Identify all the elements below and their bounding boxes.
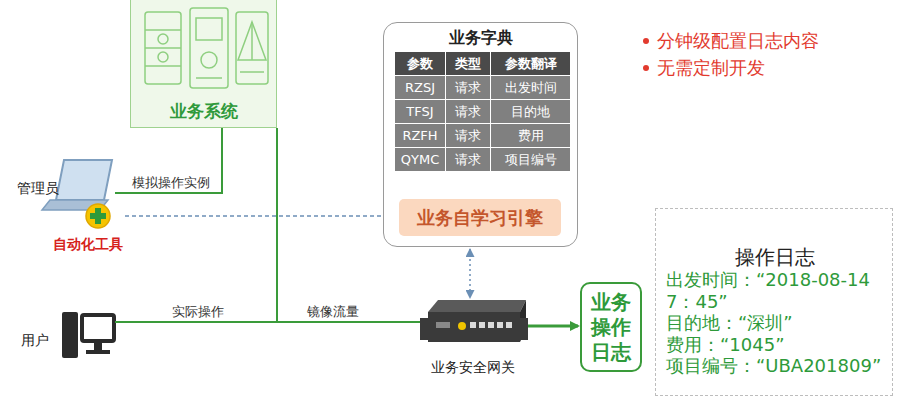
table-cell: RZFH bbox=[395, 124, 445, 147]
table-cell: QYMC bbox=[395, 148, 445, 171]
computer-icon bbox=[62, 312, 114, 358]
connector bbox=[125, 215, 397, 217]
table-cell: 项目编号 bbox=[491, 148, 570, 171]
connector bbox=[115, 128, 222, 193]
table-cell: 参数翻译 bbox=[491, 52, 570, 75]
table-cell: TFSJ bbox=[395, 100, 445, 123]
table-cell: 出发时间 bbox=[491, 76, 570, 99]
param-table: 参数类型参数翻译RZSJ请求出发时间TFSJ请求目的地RZFH请求费用QYMC请… bbox=[395, 52, 570, 171]
table-cell: 费用 bbox=[491, 124, 570, 147]
user-terminal: 用户 bbox=[15, 305, 115, 363]
gateway-device bbox=[420, 300, 528, 342]
edge-label: 实际操作 bbox=[170, 303, 226, 321]
log-panel-text: 操作日志 bbox=[666, 245, 884, 269]
connector bbox=[469, 249, 471, 298]
engine-box: 业务自学习引擎 bbox=[399, 199, 561, 236]
table-cell: 请求 bbox=[446, 100, 490, 123]
admin-tool: 管理员自动化工具 bbox=[15, 178, 123, 254]
system-box-text: 业务系统 bbox=[170, 100, 238, 123]
system-box: 业务系统 bbox=[130, 0, 277, 128]
admin-tool-text: 自动化工具 bbox=[53, 236, 123, 254]
log-panel-text: 项目编号：“UBA201809” bbox=[666, 355, 884, 377]
table-cell: 参数 bbox=[395, 52, 445, 75]
table-cell: RZSJ bbox=[395, 76, 445, 99]
dictionary-panel-text: 业务字典 bbox=[384, 28, 577, 49]
table-cell: 类型 bbox=[446, 52, 490, 75]
table-cell: 请求 bbox=[446, 148, 490, 171]
edge-label: 镜像流量 bbox=[305, 303, 361, 321]
log-panel-text: 费用：“1045” bbox=[666, 334, 884, 356]
log-box: 业务操作日志 bbox=[580, 282, 642, 372]
engine-box-text: 业务自学习引擎 bbox=[417, 206, 543, 230]
user-terminal-text: 用户 bbox=[21, 332, 49, 350]
log-panel: 操作日志出发时间：“2018-08-14 7：45”目的地：“深圳”费用：“10… bbox=[655, 208, 893, 396]
table-cell: 请求 bbox=[446, 76, 490, 99]
server-icons bbox=[145, 8, 268, 88]
bullet-note: 分钟级配置日志内容 bbox=[657, 29, 819, 53]
dictionary-panel: 业务字典业务自学习引擎参数类型参数翻译RZSJ请求出发时间TFSJ请求目的地RZ… bbox=[383, 22, 578, 247]
bullet-dots bbox=[643, 38, 649, 71]
connector bbox=[528, 325, 578, 328]
table-cell: 目的地 bbox=[491, 100, 570, 123]
system-fill bbox=[130, 0, 277, 128]
log-panel-text: 出发时间：“2018-08-14 7：45” bbox=[666, 269, 884, 312]
gateway-device: 业务安全网关 bbox=[415, 297, 530, 377]
table-cell: 请求 bbox=[446, 124, 490, 147]
log-panel-text: 目的地：“深圳” bbox=[666, 312, 884, 334]
bullet-note: 无需定制开发 bbox=[657, 56, 765, 80]
log-box-text: 业务操作日志 bbox=[591, 290, 631, 365]
admin-tool-text: 管理员 bbox=[17, 180, 59, 198]
edge-label: 模拟操作实例 bbox=[130, 174, 212, 192]
gateway-device-text: 业务安全网关 bbox=[431, 359, 515, 377]
connector bbox=[115, 128, 277, 322]
